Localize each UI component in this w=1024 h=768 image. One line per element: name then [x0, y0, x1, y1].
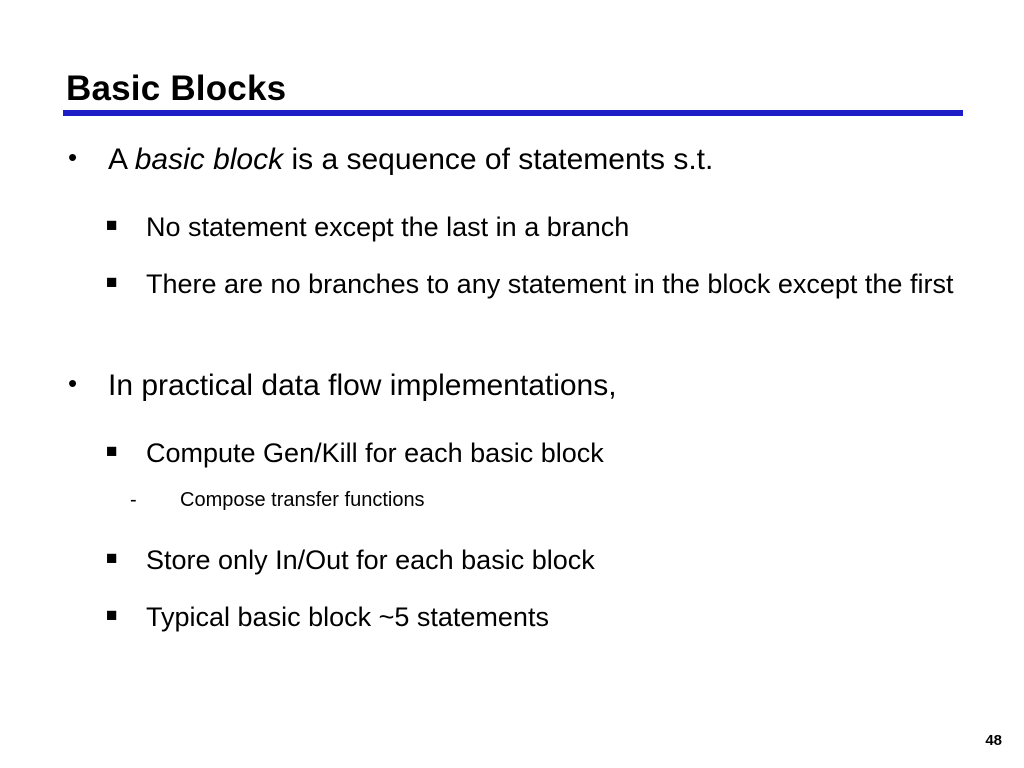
- bullet-level2-no-statement: ■ No statement except the last in a bran…: [106, 210, 1024, 245]
- bullet-level1-text: A basic block is a sequence of statement…: [108, 140, 984, 180]
- bullet-level1-definition: • A basic block is a sequence of stateme…: [68, 140, 1024, 180]
- bullet-level2-text: Typical basic block ~5 statements: [146, 602, 549, 633]
- slide-body: • A basic block is a sequence of stateme…: [0, 140, 1024, 635]
- bullet-level2-text: There are no branches to any statement i…: [146, 268, 954, 299]
- bullet-square-icon: ■: [106, 440, 118, 462]
- bullet-square-icon: ■: [106, 605, 118, 627]
- bullet-square-icon: ■: [106, 271, 118, 293]
- definition-text-post: is a sequence of statements s.t.: [283, 143, 714, 176]
- page-title: Basic Blocks: [66, 69, 287, 109]
- definition-text-pre: A: [108, 143, 135, 176]
- spacer: [0, 578, 1024, 600]
- spacer: [0, 180, 1024, 210]
- spacer: [0, 245, 1024, 267]
- bullet-level1-text: In practical data flow implementations,: [108, 369, 617, 403]
- definition-term-emphasis: basic block: [134, 143, 284, 176]
- bullet-level2-no-branches: ■ There are no branches to any statement…: [106, 267, 1024, 302]
- title-divider-rule: [63, 110, 963, 116]
- spacer: [0, 471, 1024, 487]
- bullet-level3-compose-transfer: - Compose transfer functions: [130, 487, 1024, 513]
- bullet-square-icon: ■: [106, 214, 118, 236]
- bullet-dot-icon: •: [68, 142, 78, 172]
- bullet-dash-icon: -: [130, 489, 137, 512]
- bullet-level3-text: Compose transfer functions: [180, 489, 425, 512]
- page-number: 48: [985, 732, 1002, 749]
- bullet-level2-store-inout: ■ Store only In/Out for each basic block: [106, 543, 1024, 578]
- bullet-level1-practical: • In practical data flow implementations…: [68, 366, 1024, 406]
- bullet-level2-text: No statement except the last in a branch: [146, 211, 630, 242]
- bullet-dot-icon: •: [68, 368, 78, 399]
- bullet-level2-text: Store only In/Out for each basic block: [146, 545, 595, 576]
- spacer: [0, 513, 1024, 543]
- spacer: [0, 406, 1024, 436]
- spacer: [0, 302, 1024, 366]
- bullet-level2-typical-size: ■ Typical basic block ~5 statements: [106, 600, 1024, 635]
- bullet-square-icon: ■: [106, 548, 118, 570]
- bullet-level2-compute-genkill: ■ Compute Gen/Kill for each basic block: [106, 436, 1024, 471]
- bullet-level2-text: Compute Gen/Kill for each basic block: [146, 437, 604, 468]
